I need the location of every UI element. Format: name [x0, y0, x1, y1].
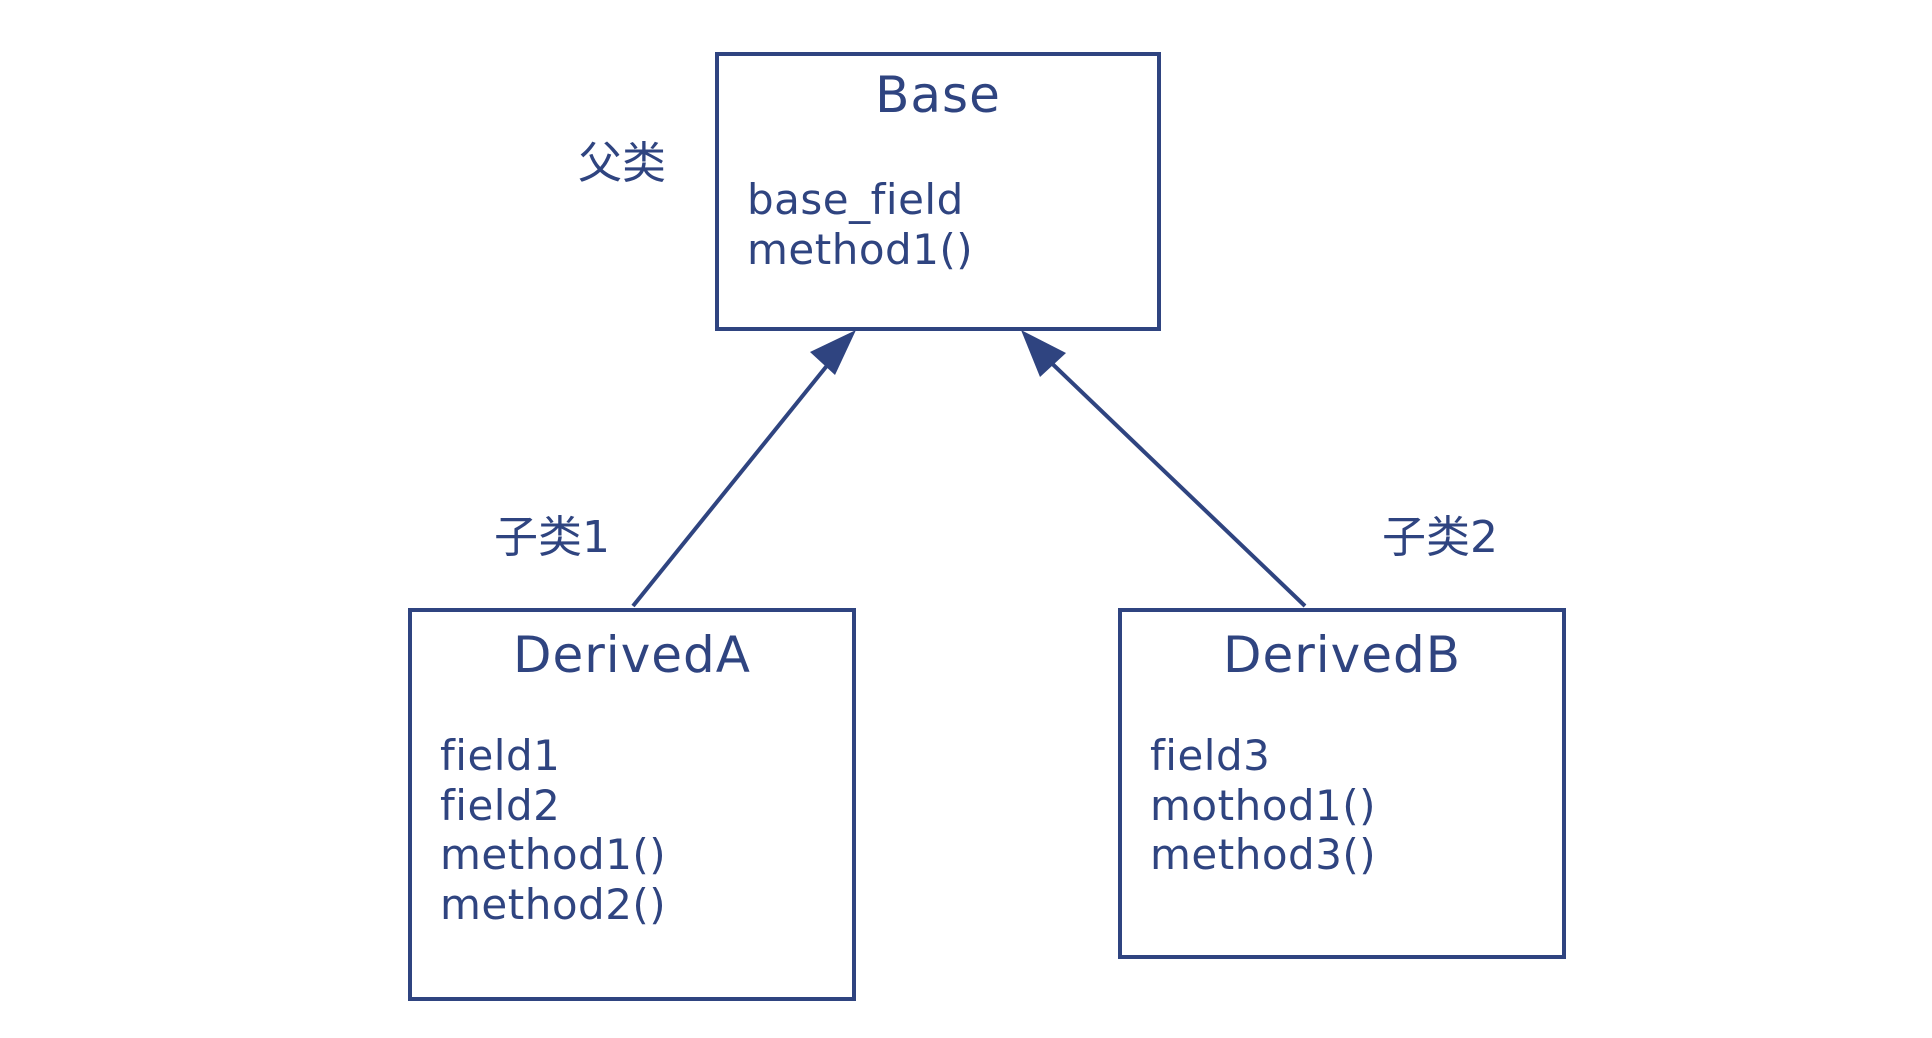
class-member: field3 [1150, 731, 1271, 780]
class-box-derived-b[interactable]: DerivedB field3 mothod1() method3() [1118, 608, 1566, 959]
edge-deriveda-to-base [631, 330, 856, 608]
class-member: method1() [440, 830, 667, 880]
class-member: field1 [440, 731, 561, 780]
class-name-base: Base [875, 66, 1001, 124]
edge-line [1038, 350, 1307, 608]
annotation-parent-class: 父类 [578, 138, 666, 189]
class-name-derived-a: DerivedA [512, 626, 751, 684]
class-member: method1() [747, 224, 974, 274]
class-members-base: base_field method1() [747, 175, 1157, 274]
arrowhead-icon [810, 330, 856, 375]
class-box-derived-a[interactable]: DerivedA field1 field2 method1() method2… [408, 608, 856, 1001]
class-members-derived-b: field3 mothod1() method3() [1150, 731, 1562, 880]
annotation-child-class-1: 子类1 [494, 512, 610, 563]
arrowhead-icon [1021, 330, 1066, 377]
class-box-base[interactable]: Base base_field method1() [715, 52, 1161, 331]
edge-line [631, 350, 840, 608]
edge-derivedb-to-base [1021, 330, 1307, 608]
annotation-child-class-2: 子类2 [1382, 512, 1498, 563]
class-name-derived-b: DerivedB [1222, 626, 1462, 684]
class-members-derived-a: field1 field2 method1() method2() [440, 731, 852, 929]
class-member: base_field [747, 175, 964, 224]
class-member: field2 [440, 780, 561, 830]
class-member: mothod1() [1150, 780, 1377, 830]
class-member: method3() [1150, 830, 1377, 880]
class-member: method2() [440, 879, 667, 929]
